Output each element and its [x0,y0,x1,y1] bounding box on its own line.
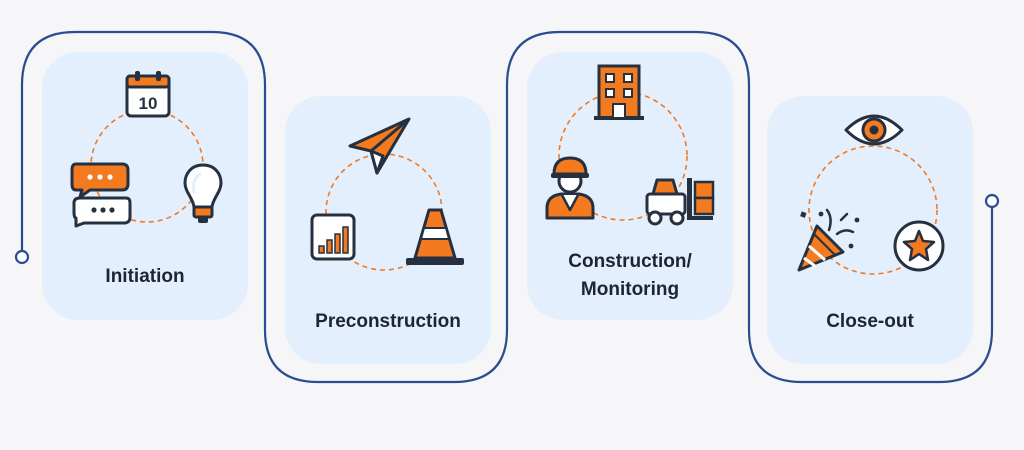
calendar-day-number: 10 [139,94,158,113]
traffic-cone-icon [406,208,464,265]
stage-title-construction-monitoring: Construction/ Monitoring [527,248,733,304]
lightbulb-icon [183,163,223,223]
party-popper-icon [797,208,860,272]
stage-card-initiation: 10 Initiation [42,52,248,320]
stage-card-preconstruction: Preconstruction [285,96,491,364]
stage-title-line: Initiation [105,266,185,287]
chat-bubbles-icon [70,162,132,228]
forklift-icon [645,178,715,226]
office-building-icon [594,64,644,120]
calendar-icon: 10 [125,71,171,118]
star-badge-icon [893,220,945,272]
stage-title-line: Close-out [826,311,914,332]
paper-plane-icon [348,117,411,175]
stage-card-close-out: Close-out [767,96,973,364]
eye-icon [844,114,904,146]
stage-card-construction-monitoring: Construction/ Monitoring [527,52,733,320]
stage-connector-line [20,30,994,384]
orbit-ring [808,145,938,275]
stage-title-line: Preconstruction [315,311,461,332]
growth-chart-icon [310,213,356,261]
stage-title-initiation: Initiation [42,263,248,291]
construction-worker-icon [545,156,595,220]
stage-title-close-out: Close-out [767,308,973,336]
stage-title-line: Monitoring [580,279,680,300]
connector-end-dot [984,193,1000,209]
connector-start-dot [14,249,30,265]
stage-title-preconstruction: Preconstruction [285,308,491,336]
stage-title-line: Construction/ [568,251,692,272]
